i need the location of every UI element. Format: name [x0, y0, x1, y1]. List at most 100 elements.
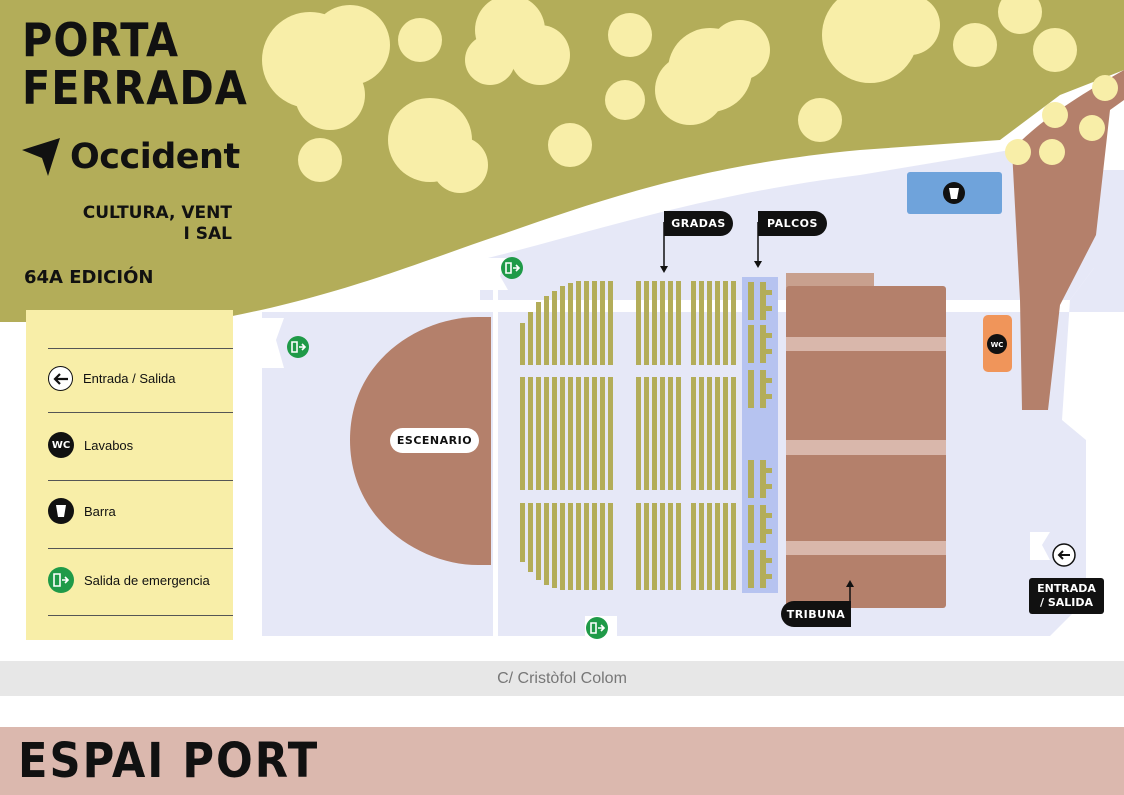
seat-row [568, 377, 573, 490]
palco-box [760, 325, 766, 363]
wc-label: WC [51, 439, 71, 451]
palco-seat [766, 290, 772, 295]
palco-seat [766, 468, 772, 473]
seat-row [723, 281, 728, 365]
seat-row [660, 503, 665, 590]
tribuna-aisle [786, 541, 946, 555]
legend-divider [48, 412, 233, 413]
seat-row [636, 281, 641, 365]
tribuna-aisle [786, 440, 946, 455]
seat-row [668, 281, 673, 365]
brand-name: Occident [70, 137, 240, 177]
seat-row [691, 503, 696, 590]
palco-box [760, 370, 766, 408]
emergency-exit-icon [48, 567, 74, 593]
seat-row [560, 286, 565, 365]
seat-row [699, 281, 704, 365]
seat-row [520, 503, 525, 562]
seat-row [723, 503, 728, 590]
palco-box [760, 505, 766, 543]
palcos-label: PALCOS [758, 211, 827, 236]
seat-row [676, 281, 681, 365]
emergency-exit-icon [501, 257, 523, 279]
seat-row [715, 281, 720, 365]
palco-seat [766, 574, 772, 579]
seat-row [592, 377, 597, 490]
palco-seat [766, 306, 772, 311]
seat-row [568, 283, 573, 365]
entrada-line-1: ENTRADA [1037, 582, 1096, 595]
wc-label: WC [991, 341, 1004, 349]
gate-right [1030, 532, 1050, 560]
entrance-arrow-icon [1052, 543, 1076, 567]
seat-row [652, 503, 657, 590]
title-block: PORTA FERRADA [22, 16, 248, 112]
palco-seat [766, 484, 772, 489]
gate-left [258, 318, 284, 368]
seat-row [600, 281, 605, 365]
brand-logo: Occident [20, 136, 240, 178]
seat-row [544, 296, 549, 365]
palco-seat [766, 378, 772, 383]
title-line-2: FERRADA [22, 61, 248, 115]
tagline-line-1: CULTURA, VENT [82, 203, 232, 223]
legend-divider [48, 348, 233, 349]
palco-seat [766, 529, 772, 534]
palco-seat [766, 558, 772, 563]
seat-row [520, 377, 525, 490]
legend-panel: Entrada / Salida WC Lavabos Barra Salida… [26, 310, 233, 640]
edition-label: 64A EDICIÓN [24, 267, 154, 288]
tribuna-aisle [786, 337, 946, 351]
legend-divider [48, 480, 233, 481]
palco-box [748, 370, 754, 408]
seat-row [536, 302, 541, 365]
seat-row [644, 281, 649, 365]
tribuna-stripe-top [786, 273, 874, 288]
palco-seat [766, 333, 772, 338]
seat-row [552, 291, 557, 365]
seat-row [576, 503, 581, 590]
seat-row [584, 503, 589, 590]
seat-row [528, 312, 533, 365]
seat-row [576, 281, 581, 365]
seat-row [644, 377, 649, 490]
entrada-line-2: / SALIDA [1039, 596, 1093, 609]
seat-row [707, 281, 712, 365]
gate-top [478, 258, 508, 290]
emergency-exit-icon [586, 617, 608, 639]
seat-row [592, 503, 597, 590]
palcos-boxes [748, 282, 772, 588]
palco-seat [766, 394, 772, 399]
palcos-column [742, 277, 778, 593]
seat-row [608, 377, 613, 490]
tagline: CULTURA, VENT I SAL [83, 203, 232, 245]
footer-title: ESPAI PORT [18, 733, 320, 789]
seat-row [528, 377, 533, 490]
palco-box [760, 460, 766, 498]
seat-row [560, 503, 565, 590]
seat-row [660, 377, 665, 490]
emergency-exit-icon [287, 336, 309, 358]
seat-row [652, 377, 657, 490]
palco-box [748, 460, 754, 498]
seat-row [699, 503, 704, 590]
palco-box [748, 505, 754, 543]
seating-area [520, 281, 736, 590]
seat-row [520, 323, 525, 365]
seat-row [636, 503, 641, 590]
seat-row [731, 503, 736, 590]
seat-row [536, 377, 541, 490]
seat-row [707, 503, 712, 590]
street-label: C/ Cristòfol Colom [0, 661, 1124, 696]
seat-row [552, 503, 557, 588]
seat-row [544, 503, 549, 585]
footer-banner: ESPAI PORT [0, 727, 1124, 795]
palco-box [748, 282, 754, 320]
seat-row [731, 377, 736, 490]
seat-row [723, 377, 728, 490]
escenario-label: ESCENARIO [390, 428, 479, 453]
seat-row [707, 377, 712, 490]
seat-row [544, 377, 549, 490]
legend-item-emergency: Salida de emergencia [48, 567, 210, 593]
